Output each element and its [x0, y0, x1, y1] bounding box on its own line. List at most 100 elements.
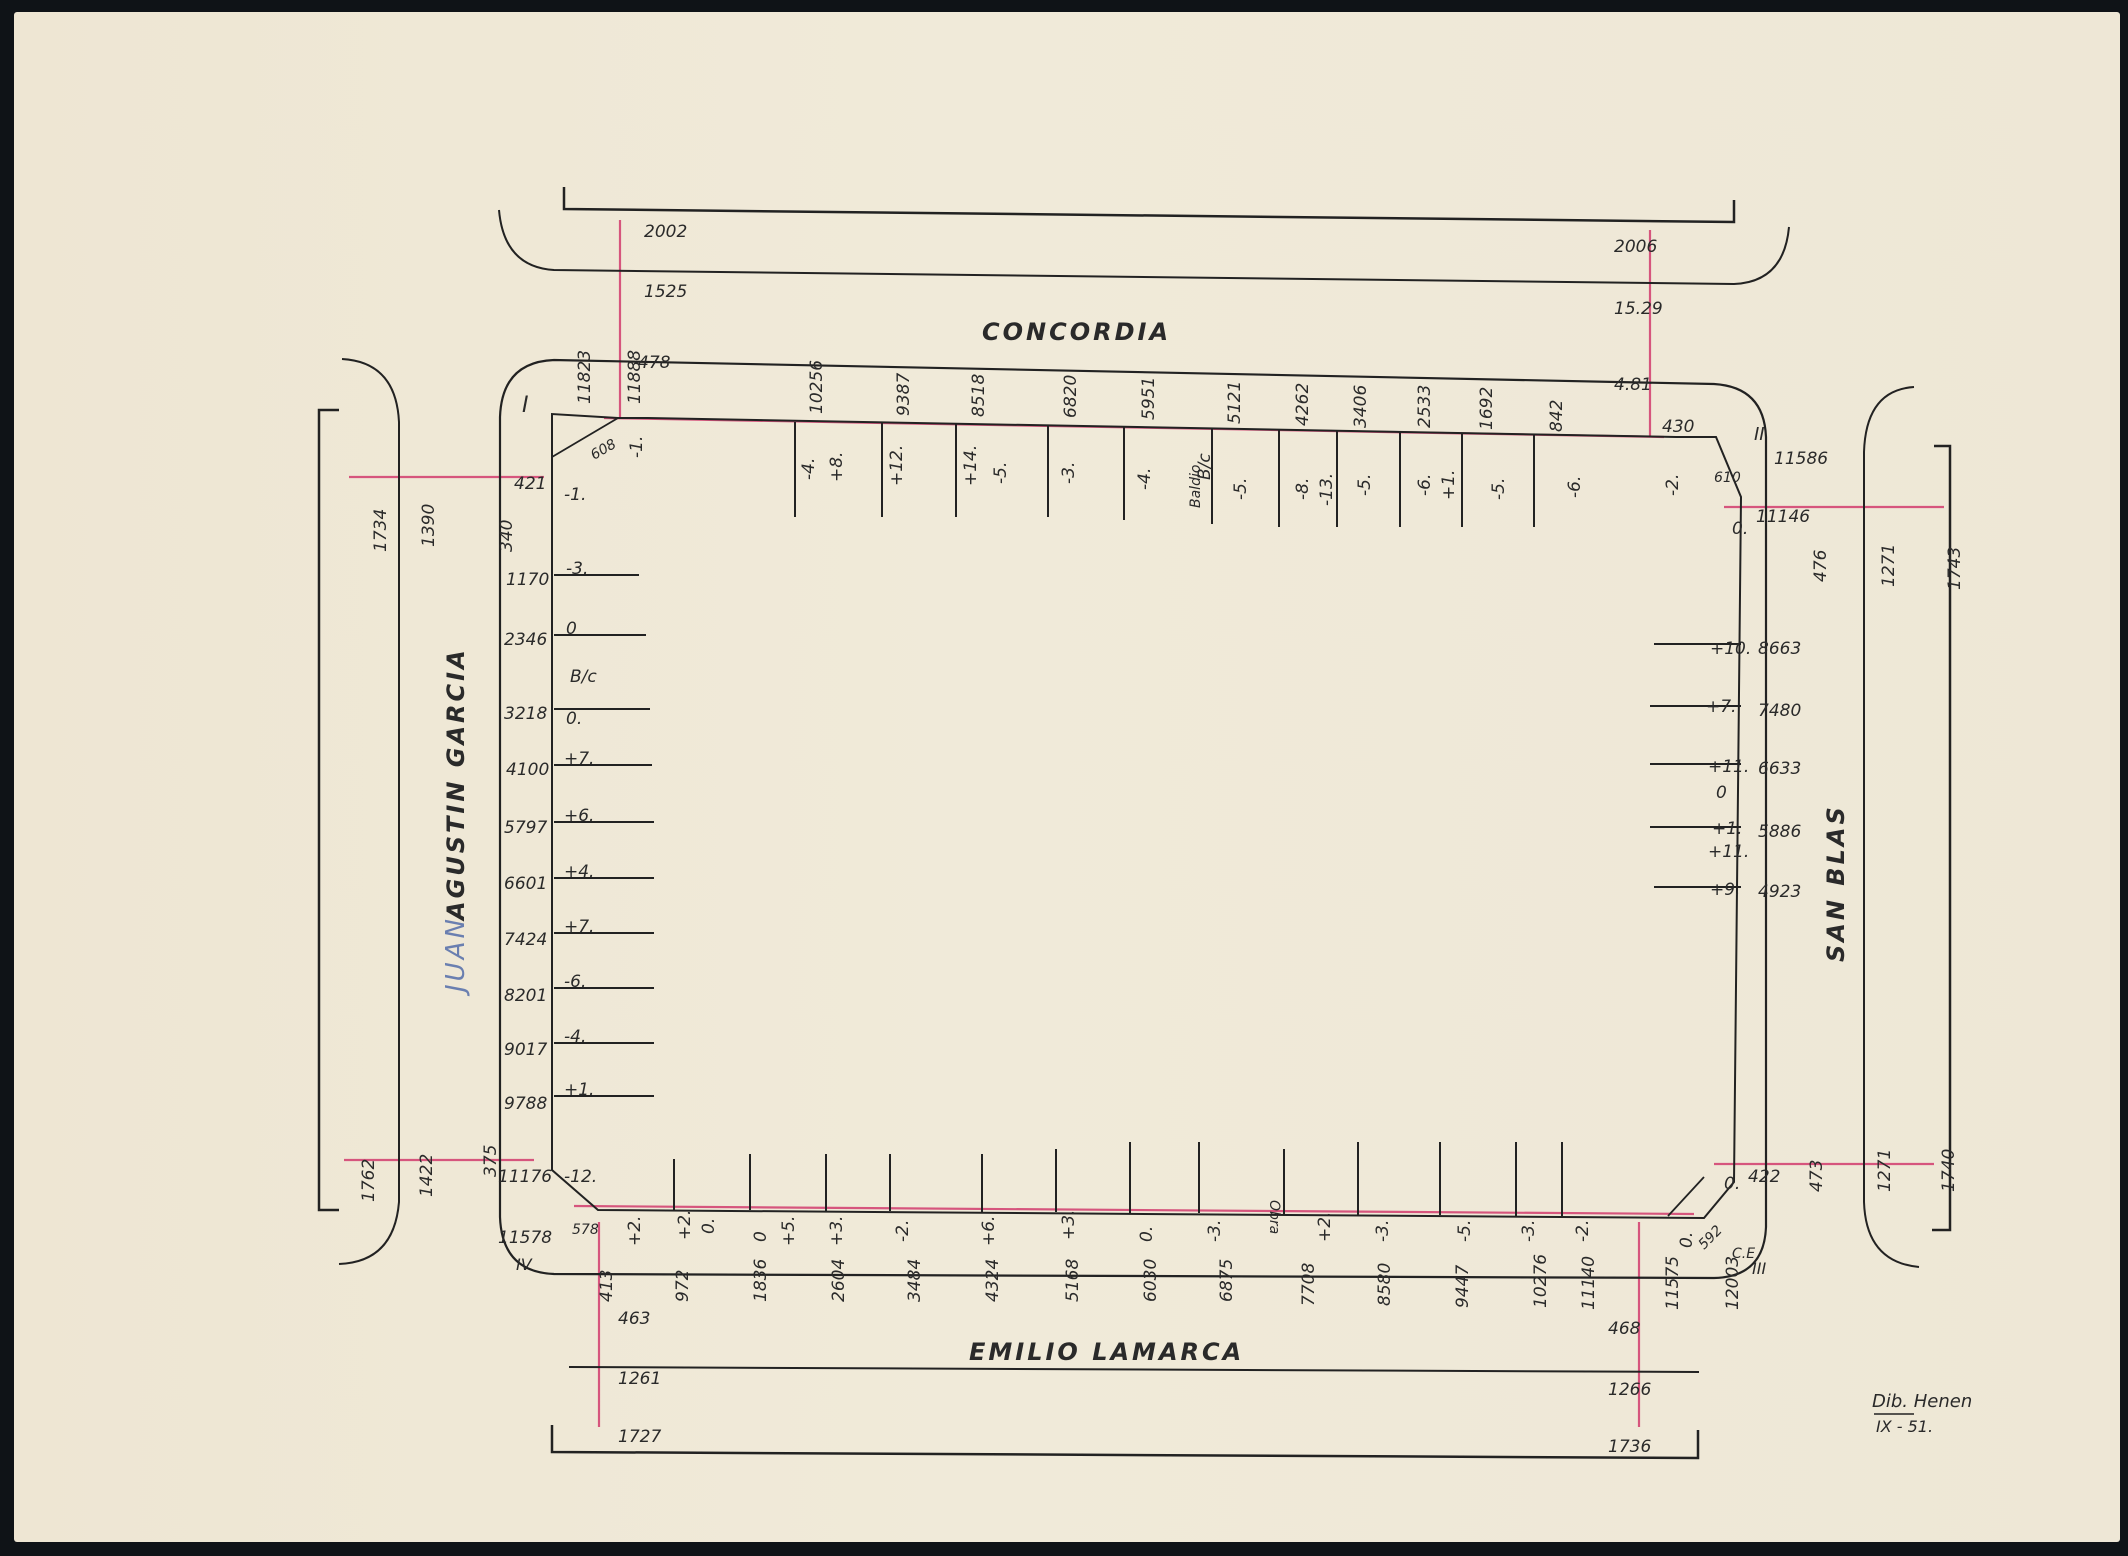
level-label: +12. — [887, 445, 907, 486]
distance-label: 7424 — [504, 930, 547, 950]
level-label: -5. — [1455, 1220, 1475, 1242]
distance-label: 4923 — [1758, 882, 1801, 902]
width-label: 1390 — [419, 504, 439, 547]
north-note: Baldio — [1188, 465, 1204, 508]
width-label: 1727 — [618, 1427, 661, 1447]
level-label: +3. — [1059, 1210, 1079, 1240]
width-label: 340 — [497, 520, 517, 552]
level-label: -2. — [1663, 474, 1683, 496]
level-label: -4. — [564, 1027, 586, 1047]
width-label: 15.29 — [1614, 299, 1663, 319]
width-label: 2002 — [644, 222, 687, 242]
distance-label: 8201 — [504, 986, 547, 1006]
distance-label: 6633 — [1758, 759, 1801, 779]
distance-label: 2604 — [829, 1259, 849, 1302]
east-distances: 11146 8663 7480 6633 5886 4923 422 — [1748, 507, 1810, 1187]
level-label: 0. — [1137, 1226, 1157, 1242]
width-label: 1525 — [644, 282, 687, 302]
level-label: -5. — [1355, 474, 1375, 496]
level-label: -4. — [1135, 468, 1155, 490]
ce-label: C.E — [1732, 1246, 1755, 1262]
level-label: -2. — [1573, 1220, 1593, 1242]
level-label: -4. — [799, 458, 819, 480]
north-levels: -1. -4. +8. +12. +14. -5. -3. -4. B/c -5… — [588, 436, 1683, 508]
level-label: B/c — [1195, 453, 1215, 480]
distance-label: 7480 — [1758, 701, 1801, 721]
level-label: Obra — [1266, 1200, 1282, 1234]
level-label: 0 — [566, 619, 577, 639]
width-label: 1266 — [1608, 1380, 1651, 1400]
distance-label: 972 — [673, 1270, 693, 1302]
width-label: 468 — [1608, 1319, 1641, 1339]
distance-label: 5121 — [1225, 381, 1245, 424]
south-ticks — [673, 1142, 1705, 1217]
level-label: +6. — [564, 806, 594, 826]
width-label: 1762 — [359, 1159, 379, 1202]
distance-label: 5797 — [504, 818, 547, 838]
corner-label-nw: I — [522, 393, 529, 418]
level-label: +3. — [827, 1216, 847, 1246]
width-label: 473 — [1807, 1160, 1827, 1192]
distance-label: 6601 — [504, 874, 547, 894]
level-label: -12. — [564, 1167, 597, 1187]
distance-label: 11146 — [1756, 507, 1810, 527]
level-label: +11. — [1708, 757, 1749, 777]
distance-label: 4100 — [506, 760, 549, 780]
level-label: +1. — [1439, 470, 1459, 500]
distance-label: 9788 — [504, 1094, 547, 1114]
level-label: 0. — [699, 1218, 719, 1234]
distance-label: 11575 — [1663, 1256, 1683, 1310]
east-ticks — [1650, 643, 1741, 888]
level-label: +9. — [1710, 880, 1740, 900]
level-label: -5. — [1489, 478, 1509, 500]
width-label: 476 — [1811, 549, 1831, 582]
level-label: -6. — [1565, 476, 1585, 498]
level-label: -3. — [1059, 462, 1079, 484]
level-label: +1. — [564, 1080, 594, 1100]
level-label: +1. — [1712, 819, 1742, 839]
west-ticks — [554, 574, 654, 1097]
street-name-west-prefix: JUAN — [441, 916, 471, 997]
level-label: +14. — [961, 445, 981, 486]
distance-label: 12003 — [1723, 1256, 1743, 1310]
street-name-west: AGUSTIN GARCIA — [442, 647, 470, 922]
corner-label-sw: IV — [516, 1255, 533, 1274]
chamfer-nw: 608 — [588, 436, 619, 463]
level-label: -6. — [1415, 474, 1435, 496]
distance-label: 842 — [1547, 400, 1567, 432]
level-label: 0. — [566, 709, 582, 729]
width-label: 2006 — [1614, 237, 1657, 257]
distance-label: 413 — [597, 1270, 617, 1302]
width-label: 1743 — [1945, 547, 1965, 590]
distance-label: 10276 — [1531, 1254, 1551, 1308]
distance-label: 5886 — [1758, 822, 1801, 842]
distance-label: 6875 — [1217, 1259, 1237, 1302]
level-label: -3. — [1205, 1220, 1225, 1242]
distance-label: 9387 — [894, 373, 914, 416]
width-label: 1736 — [1608, 1437, 1651, 1457]
distance-label: 3406 — [1351, 385, 1371, 428]
level-label: +10. — [1710, 639, 1751, 659]
level-label: -5. — [1231, 478, 1251, 500]
level-label: +8. — [827, 452, 847, 482]
east-levels: 0. +10. +7. +11. 0 +1. +11. +9. 0. 610 5… — [1696, 470, 1752, 1253]
level-label: +2. — [625, 1216, 645, 1246]
signature-date: IX - 51. — [1876, 1417, 1933, 1436]
distance-label: 10256 — [807, 360, 827, 414]
level-label: +6. — [979, 1216, 999, 1246]
north-ticks — [794, 422, 1535, 527]
distance-label: 11586 — [1774, 449, 1828, 469]
level-label: -1. — [564, 485, 586, 505]
corner-label-se: III — [1752, 1259, 1766, 1278]
distance-label: 8663 — [1758, 639, 1801, 659]
level-label: -2. — [893, 1220, 913, 1242]
distance-label: 422 — [1748, 1167, 1780, 1187]
level-label: 0. — [1724, 1174, 1740, 1194]
distance-label: 3218 — [504, 704, 547, 724]
north-distances: 11823 11888 10256 9387 8518 6820 5951 51… — [575, 350, 1828, 469]
width-label: 1734 — [371, 509, 391, 552]
distance-label: 7708 — [1299, 1263, 1319, 1306]
chamfer-se: 592 — [1696, 1223, 1726, 1253]
level-label: +5. — [779, 1216, 799, 1246]
level-label: +7. — [564, 749, 594, 769]
